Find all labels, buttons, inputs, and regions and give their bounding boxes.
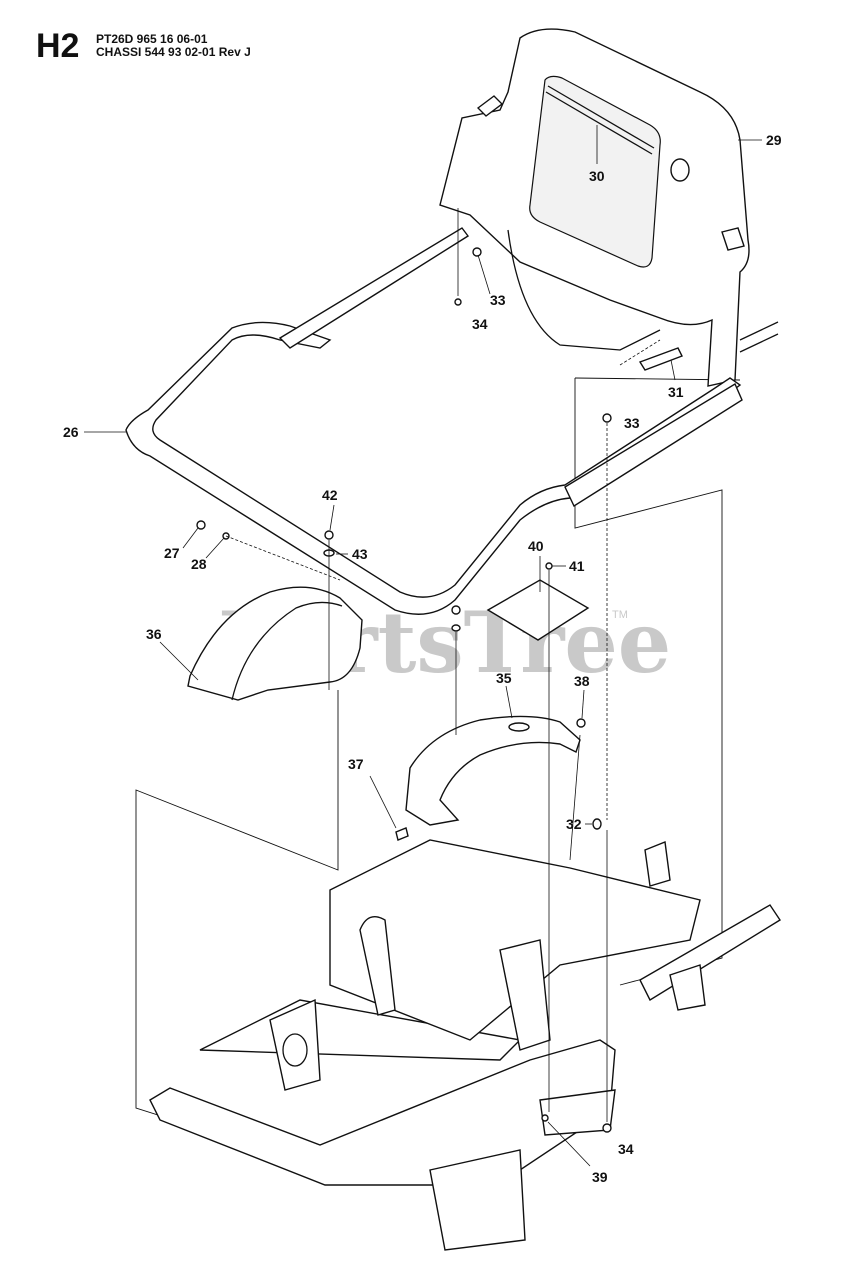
callout-43: 43 — [352, 546, 368, 562]
leader-33a — [477, 254, 491, 295]
bolt-33-right — [602, 413, 612, 423]
leader-37 — [369, 775, 397, 829]
leader-42 — [329, 504, 335, 531]
backrest-rail-edge — [739, 333, 779, 353]
nut-32 — [592, 818, 602, 830]
screw-42 — [324, 530, 334, 540]
leader-39 — [547, 1121, 591, 1167]
callout-37: 37 — [348, 756, 364, 772]
leader-35 — [505, 685, 513, 719]
chassis-roll-bar-left — [359, 916, 396, 1016]
chassis-hitch — [669, 964, 706, 1011]
seat-frame — [125, 227, 743, 615]
bolt-33-top — [472, 247, 482, 257]
chassis-lower-rail — [149, 1039, 616, 1186]
watermark-trademark: TM — [612, 609, 628, 621]
bolt-38 — [576, 718, 586, 728]
cover-plate — [486, 579, 590, 641]
fender-shell — [187, 586, 363, 701]
leader-27 — [182, 527, 199, 549]
guide-38 — [569, 734, 581, 861]
callout-31: 31 — [668, 384, 684, 400]
assembly-lines — [225, 208, 661, 1122]
nut-34-bottom — [602, 1123, 612, 1133]
guide-28 — [225, 535, 341, 581]
seat-backrest — [439, 28, 779, 387]
model-number: PT26D 965 16 06-01 — [96, 32, 208, 46]
leader-31 — [670, 359, 676, 381]
callout-36: 36 — [146, 626, 162, 642]
chassis-front-bracket — [429, 1149, 526, 1251]
frame-right-rail — [564, 382, 743, 508]
callout-42: 42 — [322, 487, 338, 503]
backrest-latch — [721, 227, 745, 251]
screw-41 — [545, 562, 553, 570]
callout-33-top: 33 — [490, 292, 506, 308]
callout-27: 27 — [164, 545, 180, 561]
callout-41: 41 — [569, 558, 585, 574]
backrest-slot-edge — [545, 91, 653, 155]
diagram-header: H2 PT26D 965 16 06-01 CHASSI 544 93 02-0… — [36, 28, 356, 72]
callout-30: 30 — [589, 168, 605, 184]
chassis-upright — [644, 841, 671, 887]
backrest-window — [529, 75, 661, 268]
callout-26: 26 — [63, 424, 79, 440]
nut-34-top — [454, 298, 462, 306]
backrest-rail — [739, 321, 779, 341]
backrest-slot — [547, 85, 655, 149]
backrest-lower-panel — [507, 229, 661, 351]
callout-34-bottom: 34 — [618, 1141, 634, 1157]
chassis-roll-bar-right — [499, 939, 551, 1051]
callout-38: 38 — [574, 673, 590, 689]
callout-39: 39 — [592, 1169, 608, 1185]
bolt-31 — [638, 347, 683, 371]
backrest-handle — [476, 95, 504, 117]
leader-38 — [581, 689, 585, 719]
washer-fender — [451, 624, 461, 632]
backrest-knob — [670, 158, 690, 182]
fender-front-shell — [405, 715, 581, 826]
callout-28: 28 — [191, 556, 207, 572]
assembly-number: CHASSI 544 93 02-01 Rev J — [96, 45, 251, 59]
frame-left-rail — [278, 227, 470, 349]
chassis-side-hole — [282, 1033, 308, 1067]
chassis-side-plate — [269, 998, 321, 1091]
callout-29: 29 — [766, 132, 782, 148]
leader-lines — [84, 125, 762, 1167]
callout-32: 32 — [566, 816, 582, 832]
bolt-27 — [196, 520, 206, 530]
frame-tube — [125, 321, 742, 615]
screw-fender — [451, 605, 461, 615]
clip-37 — [395, 827, 409, 841]
guide-31 — [619, 339, 661, 366]
front-fender — [405, 715, 581, 826]
callout-40: 40 — [528, 538, 544, 554]
callouts: 29 30 33 34 31 26 33 42 43 27 28 40 41 3… — [63, 132, 782, 1185]
chassis-frame — [149, 839, 781, 1251]
section-code: H2 — [36, 27, 80, 65]
fender-edge — [231, 601, 343, 701]
bolt-39 — [541, 1114, 549, 1122]
callout-34-top: 34 — [472, 316, 488, 332]
callout-35: 35 — [496, 670, 512, 686]
rear-fender — [187, 586, 363, 701]
callout-33-right: 33 — [624, 415, 640, 431]
leader-36 — [159, 641, 199, 681]
leader-28 — [205, 537, 225, 559]
fender-hole — [508, 722, 530, 732]
